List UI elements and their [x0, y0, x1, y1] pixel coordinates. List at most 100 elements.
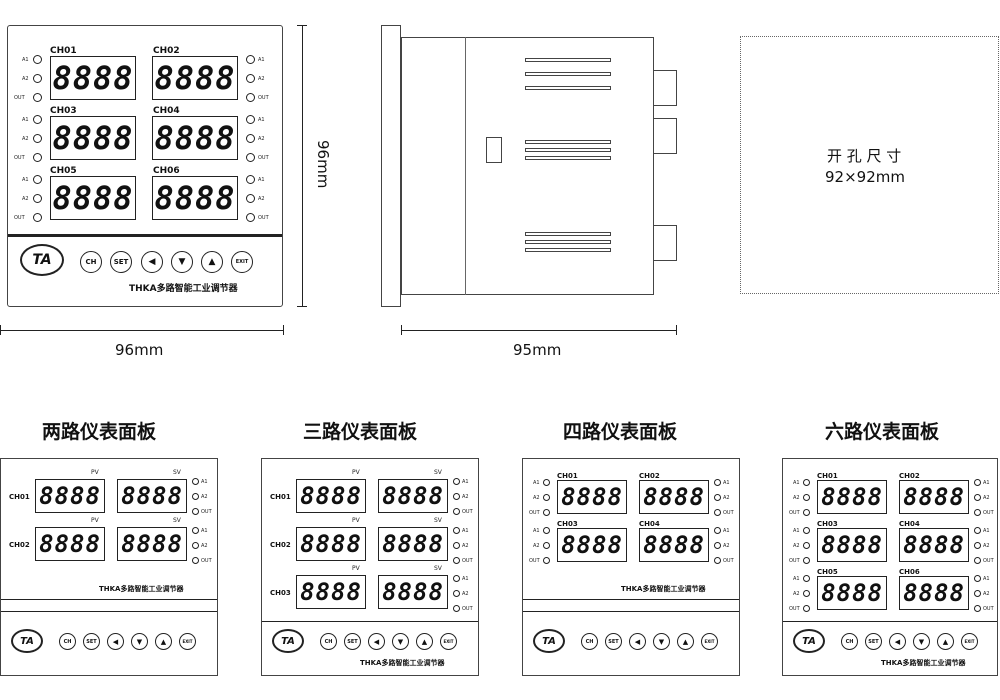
vent-slot: [525, 72, 611, 76]
led-label: A2: [201, 543, 208, 549]
ch-button[interactable]: CH: [320, 633, 337, 650]
led-indicator: [714, 494, 721, 501]
set-button[interactable]: SET: [110, 251, 132, 273]
sv-display: 8888: [378, 527, 448, 561]
led-label: OUT: [462, 558, 473, 564]
led-label: A1: [462, 479, 469, 485]
down-button[interactable]: ▼: [171, 251, 193, 273]
led-label: A1: [258, 117, 265, 123]
panel-divider: [262, 621, 478, 622]
down-button[interactable]: ▼: [913, 633, 930, 650]
led-indicator: [246, 134, 255, 143]
exit-button[interactable]: EXIT: [231, 251, 253, 273]
front-panel-main: CH01 CH02 8888 8888 CH03 CH04 8888 8888 …: [7, 25, 283, 307]
led-indicator: [33, 175, 42, 184]
channel-label: CH02: [270, 541, 291, 549]
left-button[interactable]: ◀: [107, 633, 124, 650]
led-indicator: [714, 479, 721, 486]
led-label: A1: [793, 480, 800, 486]
up-button[interactable]: ▲: [937, 633, 954, 650]
set-button[interactable]: SET: [605, 633, 622, 650]
variant-title-three: 三路仪表面板: [303, 421, 418, 443]
led-label: OUT: [529, 558, 540, 564]
led-indicator: [246, 194, 255, 203]
down-button[interactable]: ▼: [392, 633, 409, 650]
brand-label: THKA多路智能工业调节器: [881, 659, 966, 667]
led-indicator: [974, 590, 981, 597]
led-indicator: [246, 115, 255, 124]
left-button[interactable]: ◀: [141, 251, 163, 273]
channel-label: CH02: [899, 472, 920, 480]
led-indicator: [974, 479, 981, 486]
led-indicator: [974, 557, 981, 564]
exit-button[interactable]: EXIT: [179, 633, 196, 650]
pv-label: PV: [352, 565, 360, 572]
up-button[interactable]: ▲: [416, 633, 433, 650]
pv-display: 8888: [35, 527, 105, 561]
led-indicator: [453, 527, 460, 534]
sv-label: SV: [434, 469, 442, 476]
panel-divider: [523, 611, 739, 612]
led-indicator: [803, 509, 810, 516]
up-button[interactable]: ▲: [677, 633, 694, 650]
display-ch03: 8888: [817, 528, 887, 562]
pv-display: 8888: [296, 527, 366, 561]
led-indicator: [974, 575, 981, 582]
led-label: A1: [983, 528, 990, 534]
led-label: A1: [793, 576, 800, 582]
led-label: OUT: [201, 509, 212, 515]
channel-label: CH04: [639, 520, 660, 528]
display-ch02: 8888: [899, 480, 969, 514]
left-button[interactable]: ◀: [368, 633, 385, 650]
exit-button[interactable]: EXIT: [701, 633, 718, 650]
led-indicator: [192, 527, 199, 534]
ch-button[interactable]: CH: [841, 633, 858, 650]
led-indicator: [803, 494, 810, 501]
channel-label: CH01: [50, 46, 77, 56]
channel-label: CH03: [557, 520, 578, 528]
up-button[interactable]: ▲: [155, 633, 172, 650]
pv-display: 8888: [296, 479, 366, 513]
set-button[interactable]: SET: [344, 633, 361, 650]
dim-line: [0, 330, 283, 331]
brand-logo-icon: TA: [272, 629, 304, 653]
led-label: OUT: [789, 510, 800, 516]
display-ch01: 8888: [817, 480, 887, 514]
vent-slot: [525, 58, 611, 62]
down-button[interactable]: ▼: [653, 633, 670, 650]
brand-logo-icon: TA: [793, 629, 825, 653]
down-button[interactable]: ▼: [131, 633, 148, 650]
exit-button[interactable]: EXIT: [440, 633, 457, 650]
set-button[interactable]: SET: [83, 633, 100, 650]
ch-button[interactable]: CH: [59, 633, 76, 650]
led-label: A2: [533, 543, 540, 549]
set-button[interactable]: SET: [865, 633, 882, 650]
led-indicator: [714, 509, 721, 516]
dim-tick: [401, 325, 402, 335]
ch-button[interactable]: CH: [581, 633, 598, 650]
display-ch04: 8888: [899, 528, 969, 562]
channel-label: CH06: [153, 166, 180, 176]
left-button[interactable]: ◀: [889, 633, 906, 650]
led-indicator: [543, 542, 550, 549]
up-button[interactable]: ▲: [201, 251, 223, 273]
sv-label: SV: [173, 517, 181, 524]
led-label: A2: [723, 543, 730, 549]
side-body: [401, 37, 654, 295]
led-indicator: [192, 493, 199, 500]
variant-title-two: 两路仪表面板: [42, 421, 157, 443]
led-indicator: [33, 115, 42, 124]
display-ch01: 8888: [50, 56, 136, 100]
ch-button[interactable]: CH: [80, 251, 102, 273]
led-label: A2: [983, 591, 990, 597]
led-indicator: [453, 605, 460, 612]
led-label: A1: [462, 576, 469, 582]
left-button[interactable]: ◀: [629, 633, 646, 650]
six-channel-panel: CH01 CH02 8888 8888 CH03 CH04 8888 8888 …: [782, 458, 998, 676]
led-indicator: [543, 479, 550, 486]
led-label: OUT: [723, 558, 734, 564]
side-view: [381, 25, 681, 310]
exit-button[interactable]: EXIT: [961, 633, 978, 650]
channel-label: CH03: [50, 106, 77, 116]
terminal-block: [654, 70, 677, 106]
